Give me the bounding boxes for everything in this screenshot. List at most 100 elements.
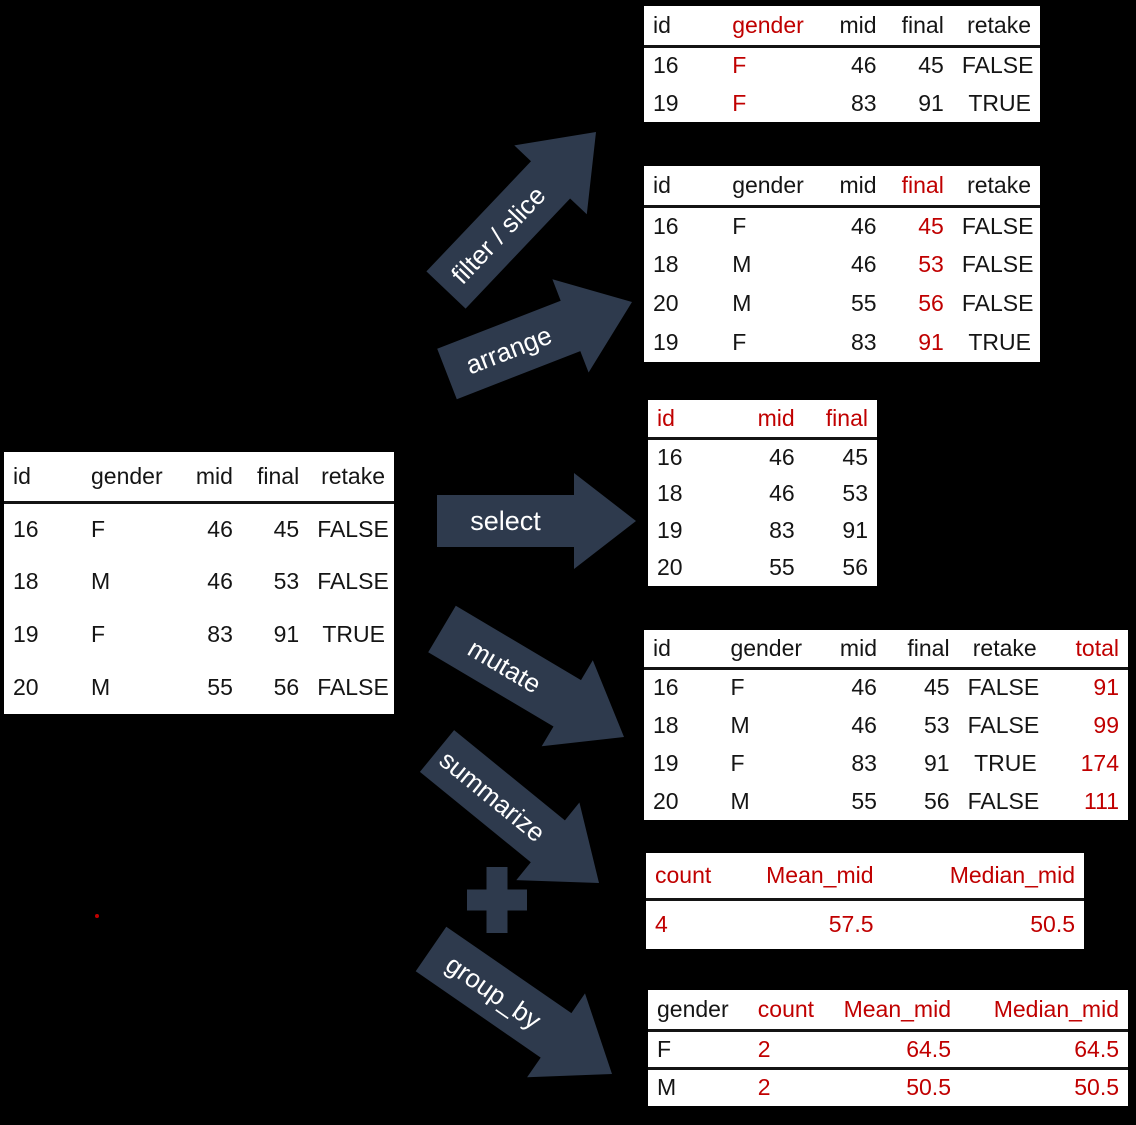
cell: F bbox=[730, 749, 745, 776]
cell: FALSE bbox=[961, 212, 1034, 239]
cell: F bbox=[730, 674, 745, 701]
cell: M bbox=[91, 674, 111, 700]
cell: 56 bbox=[923, 787, 950, 814]
column-header-retake: retake bbox=[952, 6, 1040, 48]
cell: 19 bbox=[13, 621, 39, 647]
cell: 46 bbox=[850, 212, 877, 239]
cell: FALSE bbox=[967, 787, 1040, 814]
column-header-count: count bbox=[646, 853, 756, 901]
mutate-arrow bbox=[428, 605, 624, 747]
column-header-id: id bbox=[648, 400, 729, 440]
cell: 46 bbox=[769, 443, 795, 470]
select-arrow-label: select bbox=[470, 506, 541, 536]
column-header-count: count bbox=[748, 990, 821, 1032]
cell: 53 bbox=[842, 480, 868, 506]
cell: 83 bbox=[769, 517, 795, 543]
cell: 18 bbox=[653, 711, 679, 738]
cell: 18 bbox=[13, 568, 39, 594]
cell: 50.5 bbox=[820, 1066, 960, 1106]
cell: 46 bbox=[850, 251, 877, 277]
cell: 16 bbox=[657, 443, 683, 470]
column-header-mid: mid bbox=[156, 452, 242, 504]
column-header-id: id bbox=[644, 6, 724, 48]
cell: 55 bbox=[207, 674, 233, 700]
column-header-gender: gender bbox=[723, 166, 804, 208]
cell: 56 bbox=[842, 554, 868, 580]
cell: 56 bbox=[918, 290, 944, 316]
cell: 91 bbox=[1093, 674, 1119, 701]
column-header-final: final bbox=[803, 400, 877, 440]
cell: FALSE bbox=[961, 251, 1034, 277]
cell: 64.5 bbox=[906, 1035, 951, 1062]
cell: 91 bbox=[918, 89, 944, 116]
column-header-gender: gender bbox=[82, 452, 163, 504]
cell: 4 bbox=[655, 911, 668, 938]
cell: 16 bbox=[13, 515, 39, 542]
cell: M bbox=[91, 568, 111, 594]
cell: 57.5 bbox=[828, 911, 874, 938]
cell: 83 bbox=[850, 89, 877, 116]
cell: TRUE bbox=[968, 89, 1031, 116]
cell: F bbox=[732, 329, 747, 355]
cell: 91 bbox=[923, 749, 950, 776]
column-header-Mean_mid: Mean_mid bbox=[820, 990, 960, 1032]
select-arrow bbox=[437, 473, 636, 569]
cell: M bbox=[730, 787, 750, 814]
cell: TRUE bbox=[968, 329, 1031, 355]
cell: F bbox=[91, 621, 106, 647]
column-header-total: total bbox=[1045, 630, 1128, 670]
column-header-retake: retake bbox=[308, 452, 394, 504]
cell: 55 bbox=[769, 554, 795, 580]
cell: FALSE bbox=[317, 568, 389, 594]
cell: 99 bbox=[1093, 711, 1119, 738]
cell: 53 bbox=[918, 251, 944, 277]
cell: FALSE bbox=[317, 674, 389, 700]
cell: 20 bbox=[653, 787, 679, 814]
cell: 83 bbox=[207, 621, 233, 647]
cell: 20 bbox=[13, 674, 39, 700]
column-header-gender: gender bbox=[721, 630, 802, 670]
column-header-id: id bbox=[4, 452, 82, 504]
column-header-final: final bbox=[241, 452, 309, 504]
cell: 83 bbox=[850, 329, 877, 355]
column-header-final: final bbox=[885, 630, 959, 670]
cell: FALSE bbox=[961, 290, 1034, 316]
cell: 55 bbox=[851, 787, 877, 814]
column-header-mid: mid bbox=[798, 6, 886, 48]
cell: F bbox=[732, 52, 747, 79]
cell: 45 bbox=[918, 212, 944, 239]
cell: 46 bbox=[851, 711, 877, 738]
group-by-arrow bbox=[415, 926, 612, 1078]
column-header-retake: retake bbox=[952, 166, 1040, 208]
column-header-retake: retake bbox=[958, 630, 1046, 670]
red-dot bbox=[95, 914, 99, 918]
cell: 46 bbox=[769, 480, 795, 506]
cell: TRUE bbox=[974, 749, 1037, 776]
cell: 20 bbox=[653, 290, 679, 316]
cell: 16 bbox=[653, 212, 679, 239]
cell: M bbox=[648, 1066, 749, 1106]
column-header-gender: gender bbox=[723, 6, 804, 48]
cell: 91 bbox=[842, 517, 868, 543]
column-header-Median_mid: Median_mid bbox=[882, 853, 1084, 901]
column-header-Mean_mid: Mean_mid bbox=[755, 853, 883, 901]
cell: 46 bbox=[850, 52, 877, 79]
cell: M bbox=[732, 251, 752, 277]
